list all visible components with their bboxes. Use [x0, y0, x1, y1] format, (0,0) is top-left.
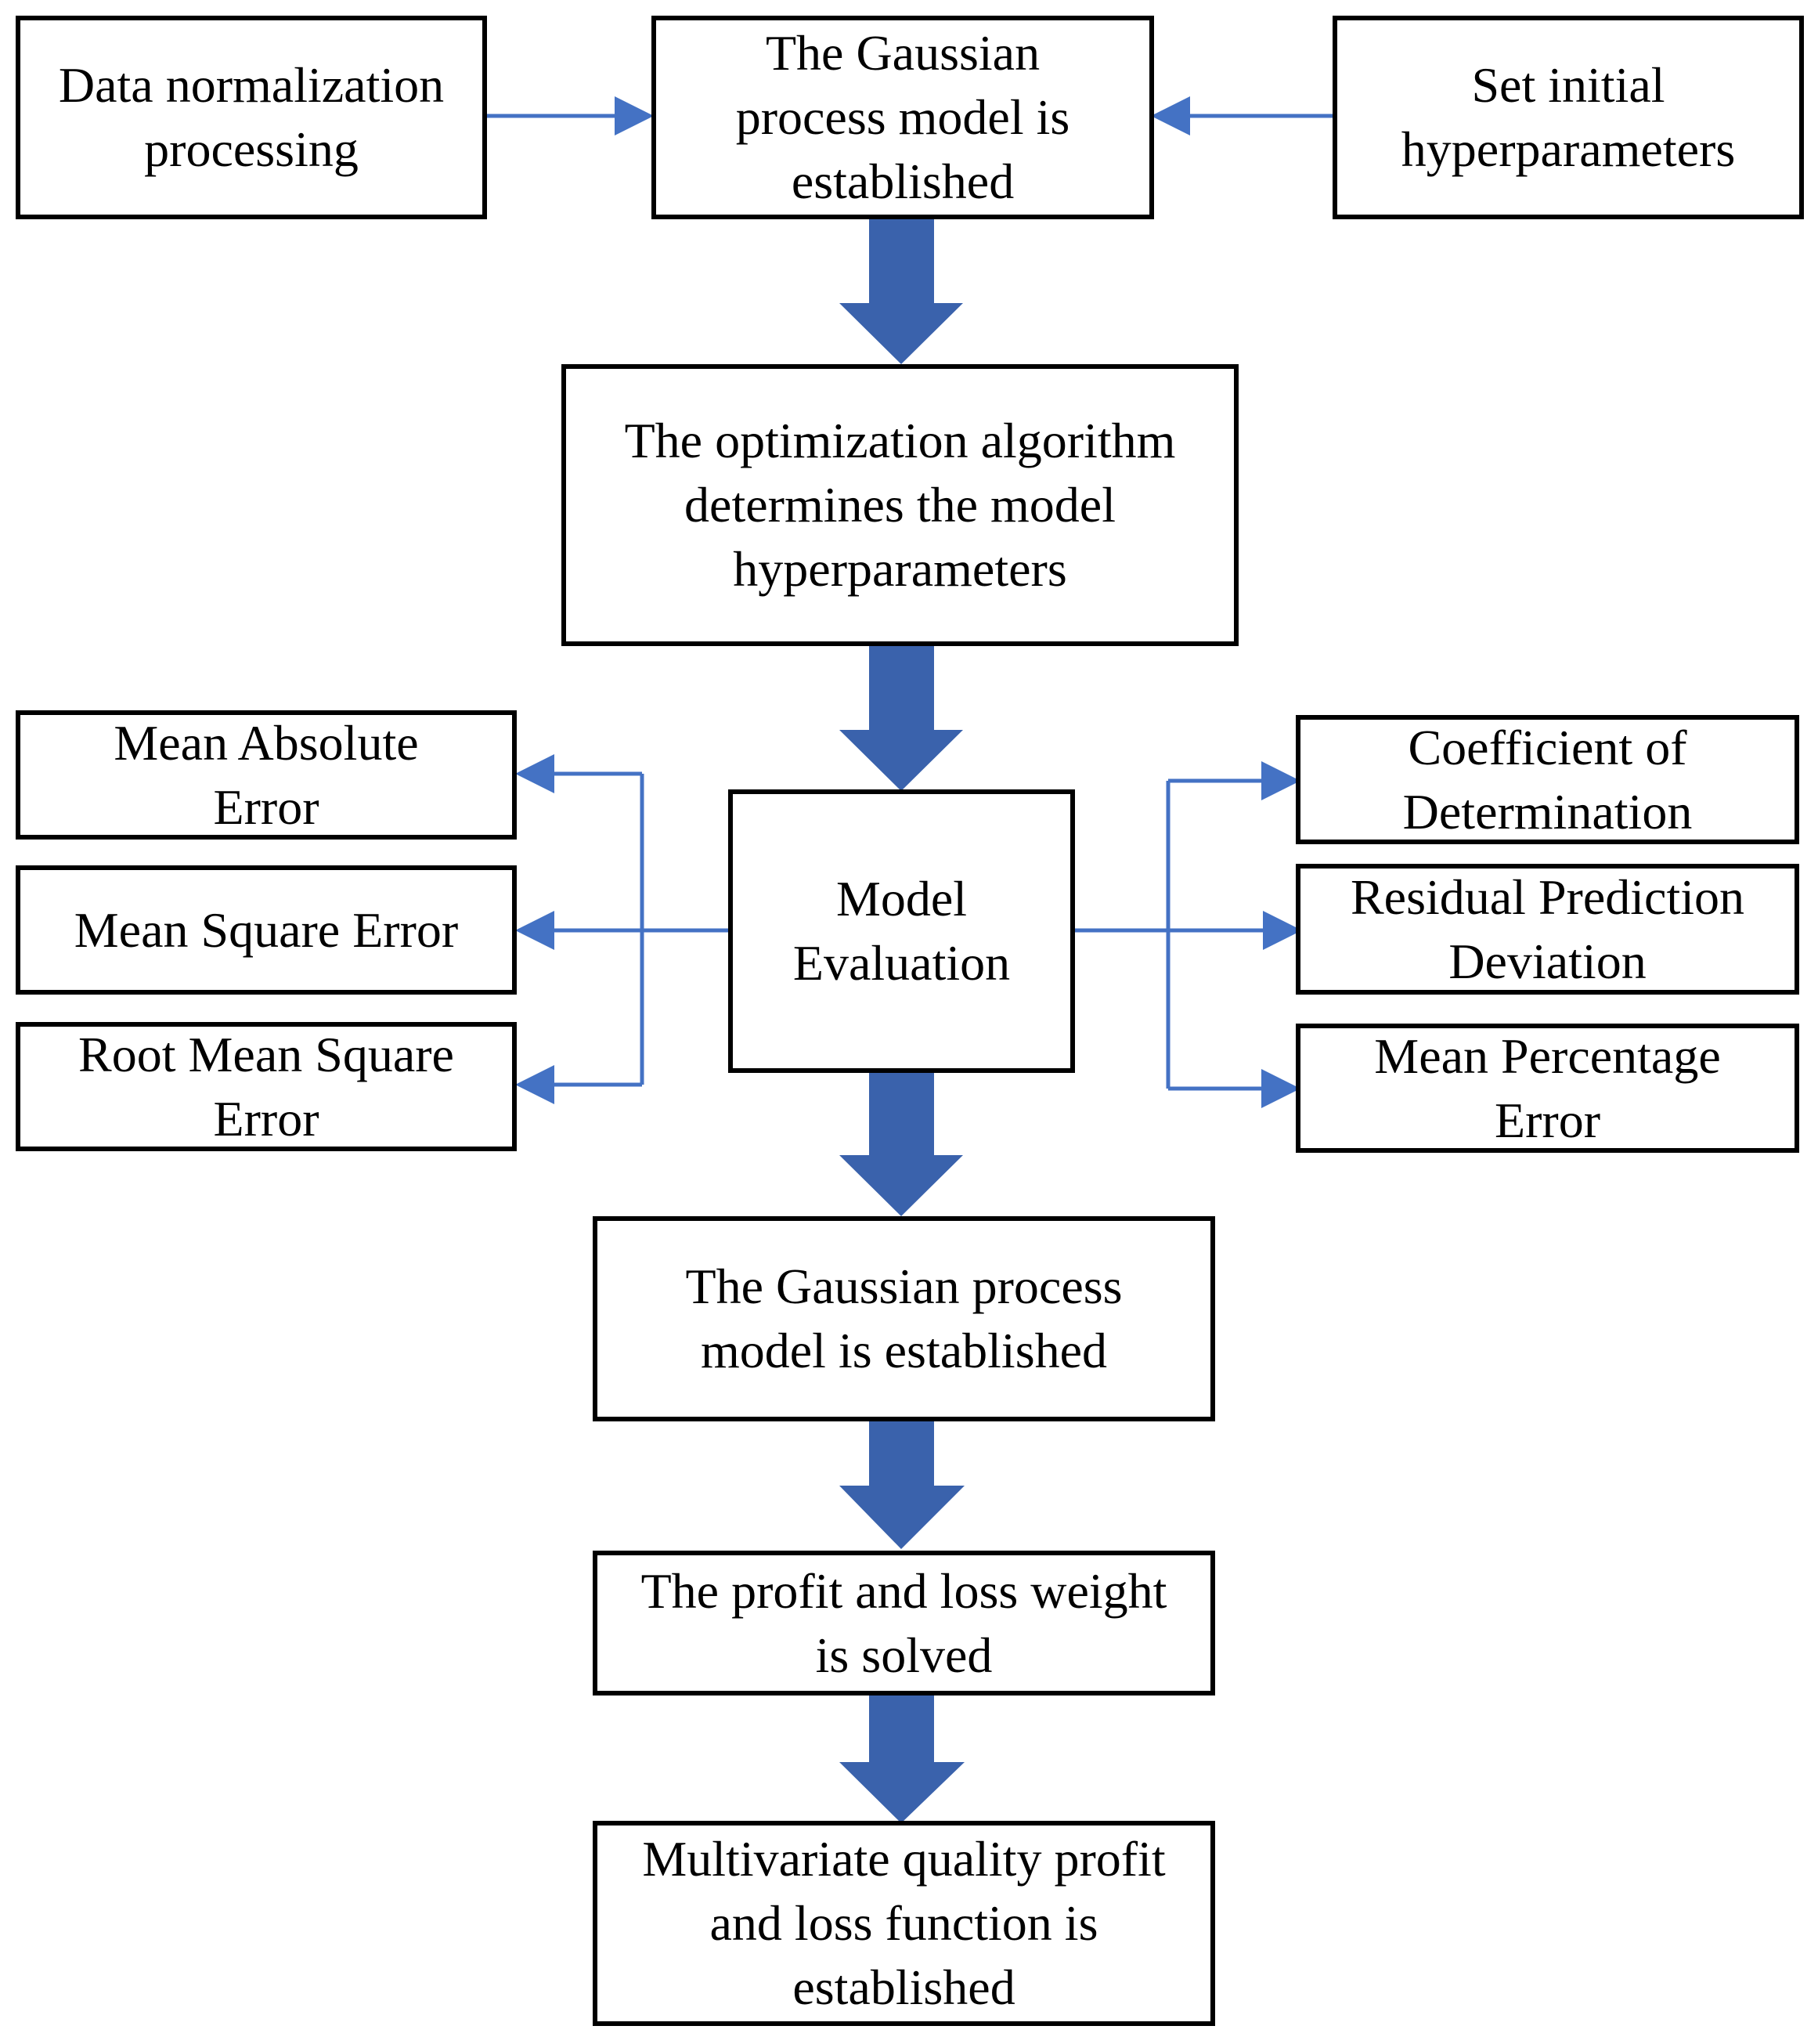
box-rmse: Root Mean Square Error: [16, 1022, 517, 1151]
box-data-normalization: Data normalization processing: [16, 16, 487, 219]
box-model-evaluation: Model Evaluation: [728, 789, 1075, 1073]
box-set-hyperparameters: Set initial hyperparameters: [1333, 16, 1804, 219]
box-optimization: The optimization algorithm determines th…: [561, 364, 1239, 646]
block-arrow-1: [839, 217, 963, 364]
block-arrow-3: [839, 1069, 963, 1216]
box-mpe: Mean Percentage Error: [1296, 1024, 1799, 1153]
block-arrow-2: [839, 644, 963, 791]
box-mse: Mean Square Error: [16, 865, 517, 995]
box-rpd: Residual Prediction Deviation: [1296, 864, 1799, 995]
box-gp-model-initial: The Gaussian process model is establishe…: [651, 16, 1154, 219]
box-gp-model-final: The Gaussian process model is establishe…: [593, 1216, 1215, 1421]
box-mae: Mean Absolute Error: [16, 710, 517, 840]
box-quality-function: Multivariate quality profit and loss fun…: [593, 1821, 1215, 2026]
box-profit-loss-weight: The profit and loss weight is solved: [593, 1551, 1215, 1696]
box-r2: Coefficient of Determination: [1296, 715, 1799, 844]
block-arrow-5: [839, 1696, 965, 1823]
block-arrow-4: [839, 1419, 965, 1549]
